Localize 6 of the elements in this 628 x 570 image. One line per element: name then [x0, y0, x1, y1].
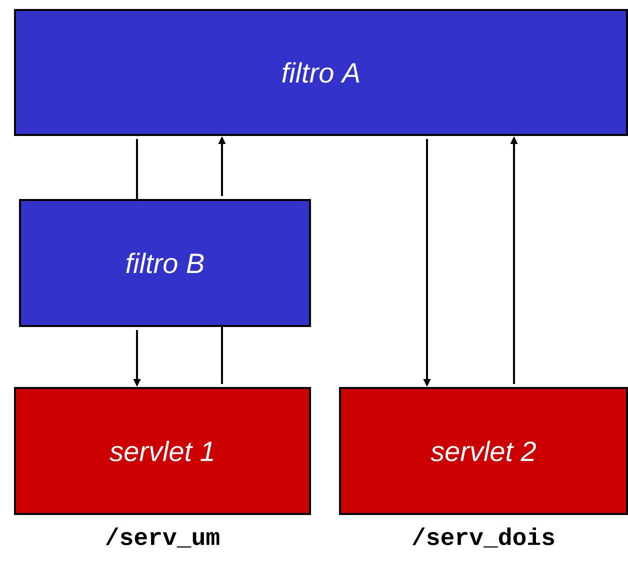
filter-box: filtro A: [14, 9, 628, 136]
path-label: /serv_um: [106, 528, 220, 548]
path-label: /serv_dois: [412, 528, 554, 548]
servlet-box: servlet 1: [14, 387, 311, 515]
servlet-box: servlet 2: [339, 387, 628, 515]
filter-box: filtro B: [19, 199, 311, 327]
